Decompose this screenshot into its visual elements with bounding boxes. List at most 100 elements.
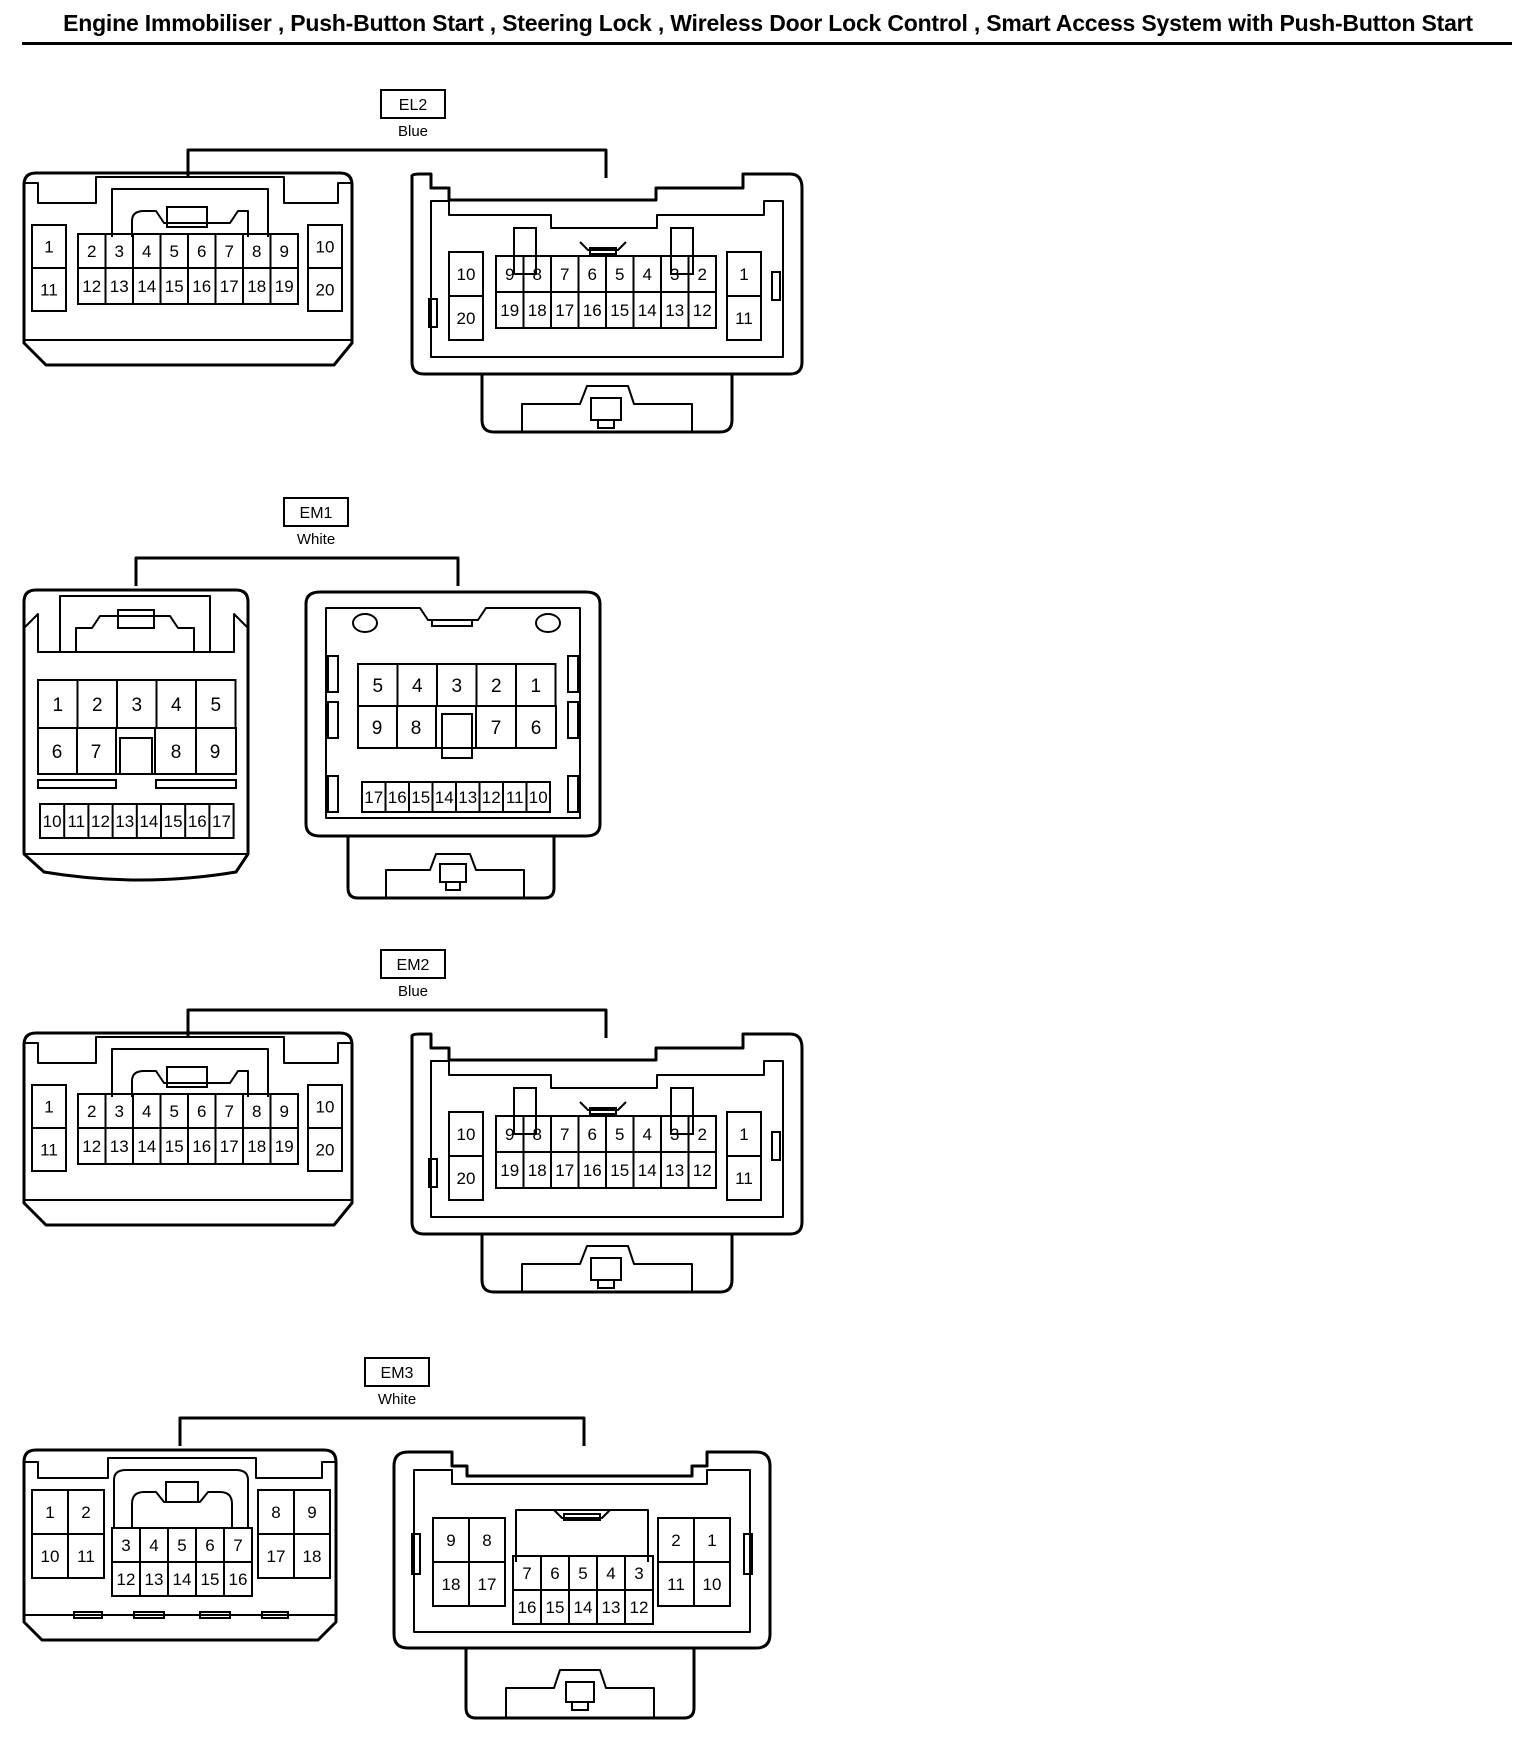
pin-connector-el2-male-18: 18 [247,277,266,296]
pin-connector-el2-male-4: 4 [142,242,151,261]
pin-connector-em1-male-9: 9 [210,742,221,763]
pin-connector-el2-female-18: 18 [528,301,547,320]
pin-connector-em2-male-5: 5 [170,1102,179,1121]
pin-connector-em2-male-20: 20 [316,1141,335,1160]
pin-connector-em3-female-12: 12 [630,1598,649,1617]
pin-connector-em2-female-6: 6 [588,1125,597,1144]
pin-connector-em1-male-15: 15 [164,812,183,831]
pin-connector-em1-male-13: 13 [115,812,134,831]
connector-em1-code-label: EM1 [300,505,333,522]
pin-connector-em1-female-2: 2 [491,676,502,697]
pin-connector-em2-female-2: 2 [698,1125,707,1144]
pin-connector-em1-female-6: 6 [531,718,542,739]
pin-connector-em3-male-3: 3 [121,1536,130,1555]
pin-connector-em3-male-5: 5 [177,1536,186,1555]
pin-connector-em2-male-4: 4 [142,1102,151,1121]
pin-connector-el2-male-11: 11 [40,281,58,300]
pin-connector-em3-female-8: 8 [482,1531,491,1550]
pin-connector-el2-female-16: 16 [583,301,602,320]
pin-connector-em3-male-2: 2 [81,1503,90,1522]
title-rule [22,42,1512,45]
pin-connector-el2-female-9: 9 [505,265,514,284]
pin-connector-em2-female-9: 9 [505,1125,514,1144]
pin-connector-el2-female-13: 13 [665,301,684,320]
pin-connector-em2-male-11: 11 [40,1141,58,1160]
pin-connector-em1-female-12: 12 [482,788,501,807]
pin-connector-el2-female-12: 12 [693,301,712,320]
pin-connector-em1-male-2: 2 [92,695,103,716]
pin-connector-em1-female-3: 3 [451,676,462,697]
pin-connector-em2-male-15: 15 [165,1137,184,1156]
pin-connector-em2-female-20: 20 [457,1169,476,1188]
pin-connector-em2-female-13: 13 [665,1161,684,1180]
pin-connector-em3-female-5: 5 [578,1564,587,1583]
pin-connector-em1-male-16: 16 [188,812,207,831]
pin-connector-el2-female-20: 20 [457,309,476,328]
pin-connector-el2-male-8: 8 [252,242,261,261]
pin-connector-el2-female-19: 19 [500,301,519,320]
pin-connector-em1-female-8: 8 [411,718,422,739]
pin-connector-em2-male-18: 18 [247,1137,266,1156]
pin-connector-el2-male-12: 12 [82,277,101,296]
pin-connector-em2-female-12: 12 [693,1161,712,1180]
connector-em3-color-label: White [378,1391,416,1408]
pin-connector-em2-female-18: 18 [528,1161,547,1180]
pin-connector-el2-female-10: 10 [457,265,476,284]
pin-connector-el2-female-11: 11 [735,309,753,328]
pin-connector-em2-female-5: 5 [615,1125,624,1144]
pin-connector-em3-male-9: 9 [307,1503,316,1522]
connector-em1-color-label: White [297,531,335,548]
pin-connector-em2-male-10: 10 [316,1098,335,1117]
pin-connector-em3-male-8: 8 [271,1503,280,1522]
pin-connector-em2-female-14: 14 [638,1161,657,1180]
pin-connector-em1-male-6: 6 [52,742,63,763]
connector-em2-code-label: EM2 [397,957,430,974]
pin-connector-em1-male-10: 10 [43,812,62,831]
pin-connector-em1-male-11: 11 [67,812,85,831]
pin-connector-el2-female-8: 8 [533,265,542,284]
pin-connector-em2-male-12: 12 [82,1137,101,1156]
pin-connector-em1-male-1: 1 [52,695,63,716]
pin-connector-em3-male-15: 15 [201,1570,220,1589]
pin-connector-em2-male-13: 13 [110,1137,129,1156]
pin-connector-em3-female-13: 13 [602,1598,621,1617]
pin-connector-el2-female-1: 1 [739,265,748,284]
pin-connector-em2-male-19: 19 [275,1137,294,1156]
pin-connector-em2-male-7: 7 [225,1102,234,1121]
pin-connector-em3-female-4: 4 [606,1564,615,1583]
pin-connector-em1-female-14: 14 [435,788,454,807]
pin-connector-em3-male-18: 18 [303,1547,322,1566]
pin-connector-em2-female-3: 3 [670,1125,679,1144]
connector-el2-color-label: Blue [398,123,428,140]
pin-connector-em3-female-11: 11 [667,1575,685,1594]
pin-connector-em2-male-6: 6 [197,1102,206,1121]
pin-connector-em2-female-7: 7 [560,1125,569,1144]
pin-connector-el2-female-15: 15 [610,301,629,320]
pin-connector-em1-female-1: 1 [530,676,541,697]
pin-connector-em2-male-3: 3 [115,1102,124,1121]
pin-connector-em3-female-2: 2 [671,1531,680,1550]
pin-connector-em3-female-15: 15 [546,1598,565,1617]
pin-connector-em1-female-17: 17 [364,788,383,807]
pin-connector-em1-female-5: 5 [372,676,383,697]
pin-connector-em3-male-14: 14 [173,1570,192,1589]
pin-connector-em2-female-4: 4 [643,1125,652,1144]
pin-connector-el2-female-5: 5 [615,265,624,284]
pin-connector-el2-male-19: 19 [275,277,294,296]
pin-connector-el2-male-10: 10 [316,238,335,257]
pin-connector-em3-male-6: 6 [205,1536,214,1555]
pin-connector-em1-male-7: 7 [91,742,102,763]
pin-connector-em1-female-11: 11 [506,788,524,807]
pin-connector-em2-male-1: 1 [44,1098,53,1117]
pin-connector-em3-male-11: 11 [77,1547,95,1566]
